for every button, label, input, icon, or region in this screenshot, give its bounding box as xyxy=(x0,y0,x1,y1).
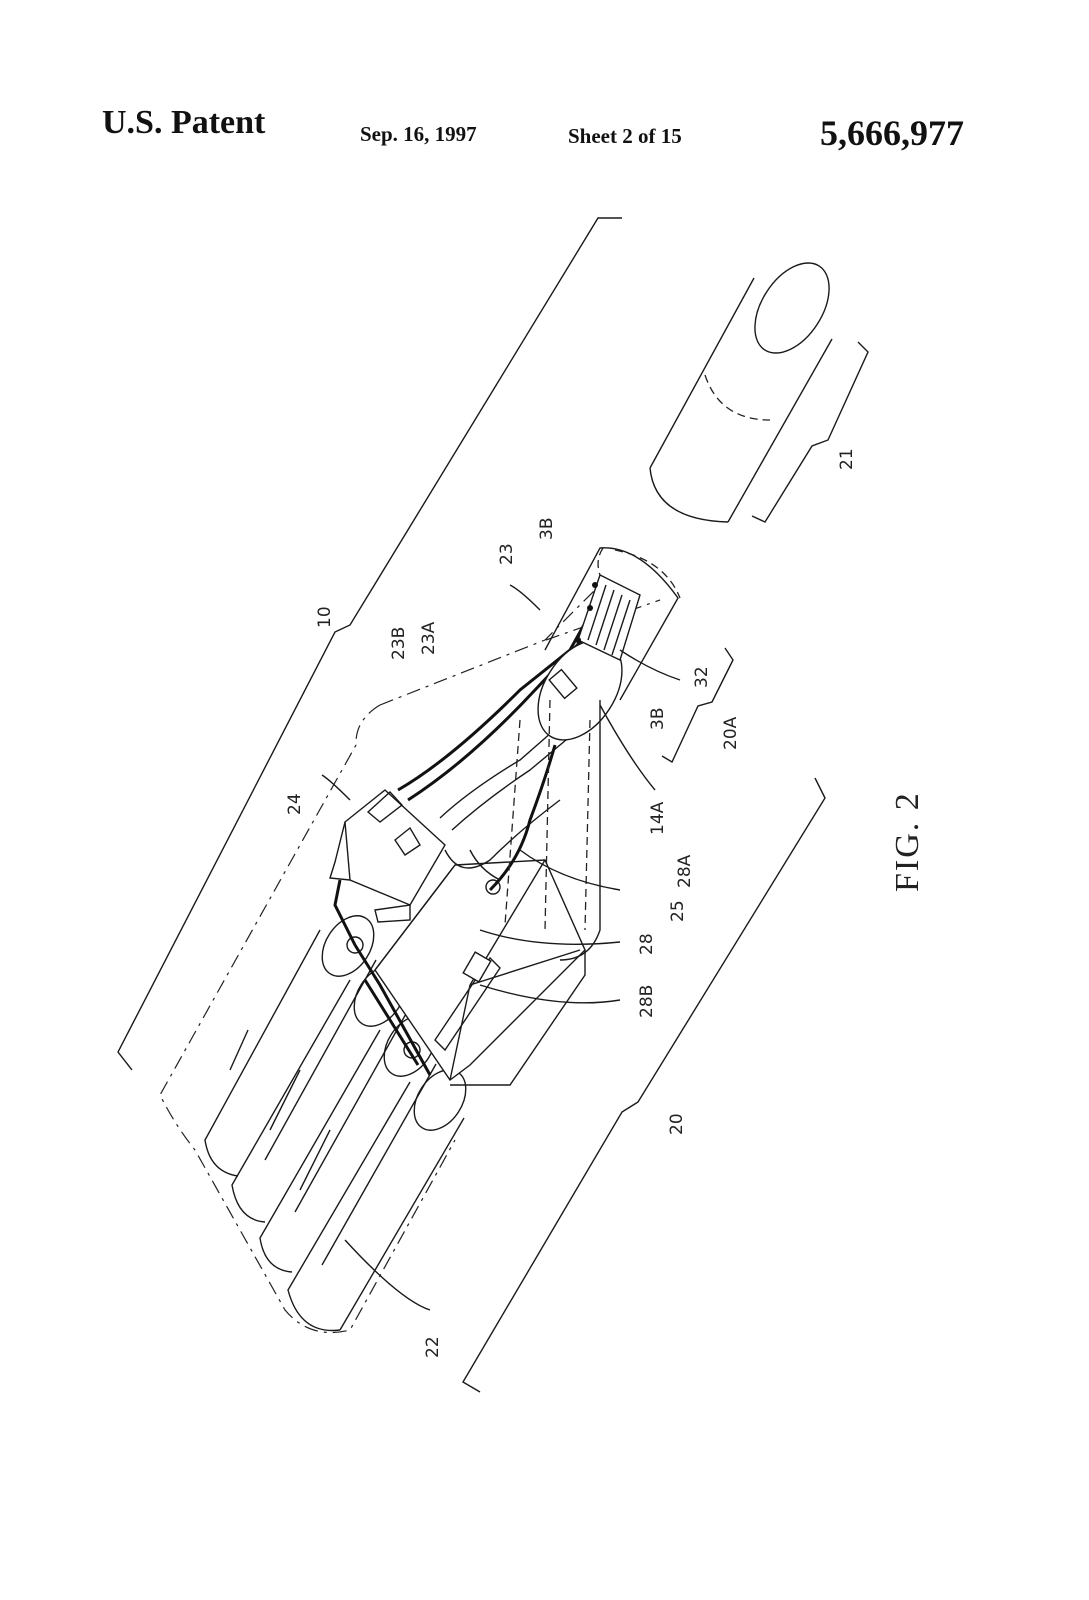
patent-number: 5,666,977 xyxy=(820,113,964,153)
bracket-10 xyxy=(117,217,622,1071)
wire-23a xyxy=(397,604,597,792)
patent-title: U.S. Patent xyxy=(102,104,266,141)
label-28: 28 xyxy=(637,933,657,955)
label-23: 23 xyxy=(497,543,517,565)
sleeve-21 xyxy=(649,262,833,523)
head-assembly-20a xyxy=(537,547,681,741)
tube-hidden xyxy=(504,699,591,931)
label-3b-top: 3B xyxy=(537,518,557,540)
electronics-box-28 xyxy=(374,859,586,1086)
label-23a: 23A xyxy=(419,621,439,655)
sheet-number: Sheet 2 of 15 xyxy=(568,124,682,148)
label-21: 21 xyxy=(837,448,857,470)
label-14a: 14A xyxy=(648,801,668,835)
bracket-20a xyxy=(661,647,734,764)
label-22: 22 xyxy=(423,1336,443,1358)
label-25: 25 xyxy=(668,900,688,922)
flex-circuit-25 xyxy=(439,724,573,831)
label-3b-bottom: 3B xyxy=(648,708,668,730)
label-28b: 28B xyxy=(637,985,657,1018)
bracket-20 xyxy=(462,777,826,1393)
wire-cells xyxy=(333,879,432,1076)
wire-23b xyxy=(407,638,584,802)
label-20a: 20A xyxy=(721,716,741,750)
figure-caption: FIG. 2 xyxy=(889,791,926,892)
module-24 xyxy=(329,789,446,923)
label-24: 24 xyxy=(285,793,305,815)
bracket-21 xyxy=(751,341,869,523)
label-32: 32 xyxy=(692,666,712,688)
label-23b: 23B xyxy=(389,627,409,660)
label-28a: 28A xyxy=(675,854,695,888)
label-20: 20 xyxy=(667,1113,687,1135)
patent-date: Sep. 16, 1997 xyxy=(360,122,477,146)
label-10: 10 xyxy=(315,606,335,628)
